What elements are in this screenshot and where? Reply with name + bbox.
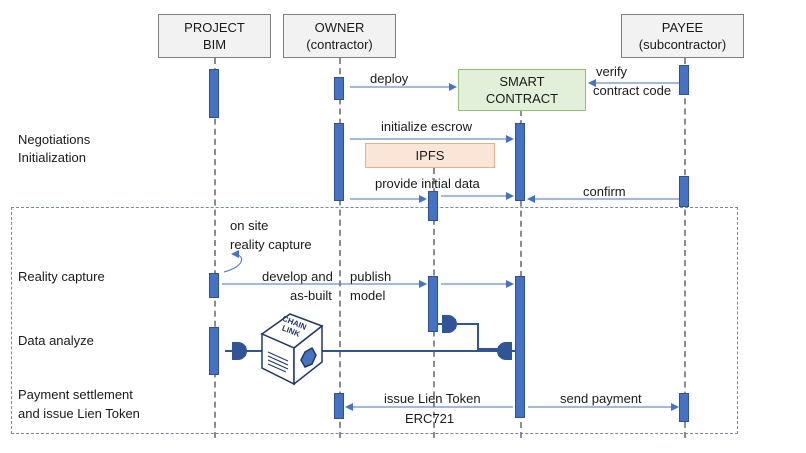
stage-payment-settlement: Payment settlement — [18, 387, 133, 402]
stage-negotiations: Negotiations — [18, 132, 91, 147]
plug-icon-bim — [225, 342, 247, 360]
actor-owner-line1: OWNER — [314, 20, 365, 35]
actor-payee: PAYEE (subcontractor) — [621, 14, 744, 58]
msg-on-site: on site — [230, 218, 269, 233]
actor-project-bim: PROJECT BIM — [158, 14, 271, 58]
msg-send-payment: send payment — [560, 391, 642, 406]
msg-verify: verify — [596, 64, 628, 79]
ipfs-box: IPFS — [365, 143, 495, 168]
msg-provide-initial-data: provide initial data — [375, 176, 480, 191]
msg-initialize-escrow: initialize escrow — [381, 119, 473, 134]
msg-confirm: confirm — [583, 184, 626, 199]
activation-ipfs-1 — [428, 191, 438, 221]
msg-issue-lien-token: issue Lien Token — [384, 391, 481, 406]
lifeline-smart-contract — [520, 110, 522, 438]
plug-icon-ipfs — [437, 315, 457, 333]
activation-owner-3 — [334, 393, 344, 419]
activation-owner-2 — [334, 123, 344, 201]
actor-project-bim-line2: BIM — [202, 37, 227, 52]
smart-contract-box: SMART CONTRACT — [458, 69, 586, 111]
activation-payee-1 — [679, 65, 689, 95]
lifeline-owner — [339, 58, 341, 438]
msg-develop-and: develop and — [262, 269, 333, 284]
activation-contract-1 — [515, 123, 525, 201]
activation-payee-2 — [679, 176, 689, 207]
actor-owner: OWNER (contractor) — [283, 14, 396, 58]
connector-ipfs-contract — [454, 323, 500, 350]
actor-payee-line1: PAYEE — [661, 20, 704, 35]
msg-erc721: ERC721 — [405, 411, 455, 426]
msg-publish: publish — [350, 269, 392, 284]
activation-bim-1 — [209, 69, 219, 118]
actor-owner-line2: (contractor) — [306, 37, 373, 52]
ipfs-label: IPFS — [415, 148, 445, 163]
smart-contract-line1: SMART — [499, 74, 545, 89]
smart-contract-line2: CONTRACT — [485, 91, 559, 106]
activation-bim-3 — [209, 327, 219, 375]
msg-as-built: as-built — [290, 288, 332, 303]
activation-payee-3 — [679, 393, 689, 422]
msg-contract-code: contract code — [593, 83, 672, 98]
msg-model: model — [350, 288, 386, 303]
stage-region-box — [11, 207, 738, 434]
stage-initialization: Initialization — [18, 150, 86, 165]
chainlink-cube-icon — [260, 313, 324, 386]
plug-icon-contract — [497, 342, 516, 360]
stage-data-analyze: Data analyze — [18, 333, 94, 348]
stage-issue-lien-token: and issue Lien Token — [18, 406, 140, 421]
activation-contract-2 — [515, 276, 525, 418]
lifeline-payee — [684, 58, 686, 438]
actor-project-bim-line1: PROJECT — [184, 20, 245, 35]
stage-reality-capture: Reality capture — [18, 269, 105, 284]
self-loop-reality-capture — [223, 250, 242, 273]
msg-deploy: deploy — [370, 71, 409, 86]
msg-reality-capture-note: reality capture — [230, 237, 312, 252]
activation-ipfs-2 — [428, 276, 438, 332]
activation-bim-2 — [209, 273, 219, 298]
lifeline-project-bim — [214, 58, 216, 438]
actor-payee-line2: (subcontractor) — [638, 37, 727, 52]
activation-owner-1 — [334, 77, 344, 100]
